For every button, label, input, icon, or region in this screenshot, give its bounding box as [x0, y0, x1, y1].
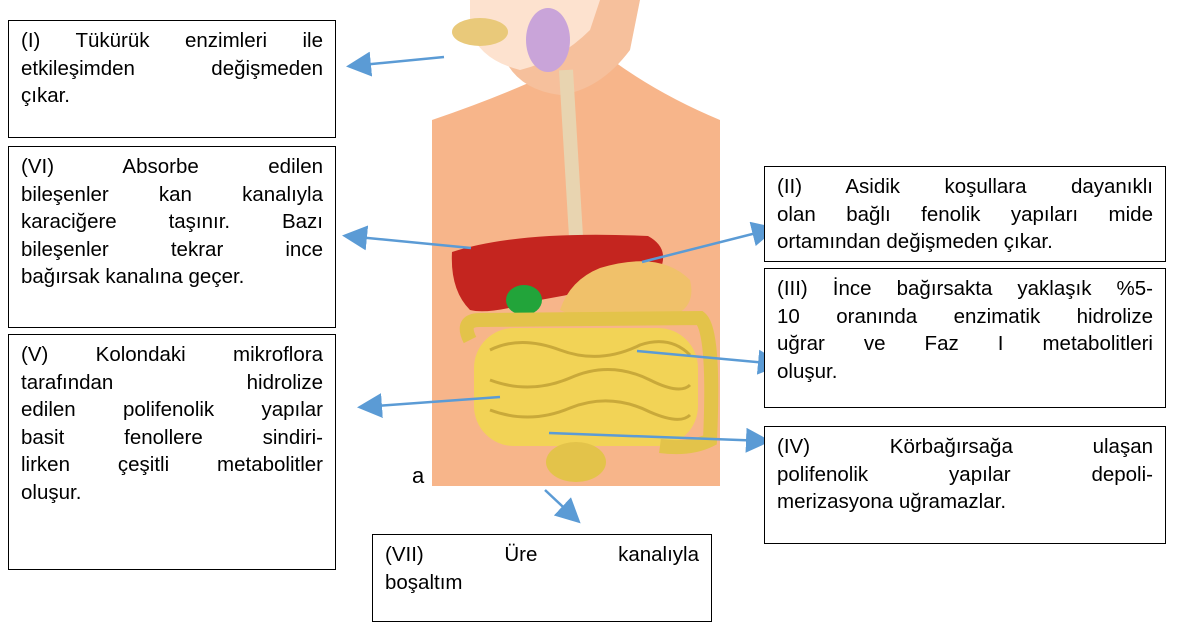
label-line: karaciğere taşınır. Bazı [21, 208, 323, 236]
label-line: basit fenollere sindiri- [21, 424, 323, 452]
label-line: çıkar. [21, 82, 323, 110]
label-line: (I) Tükürük enzimleri ile [21, 27, 323, 55]
label-line: tarafından hidrolize [21, 369, 323, 397]
label-box-IV: (IV) Körbağırsağa ulaşan polifenolik yap… [764, 426, 1166, 544]
label-line: bağırsak kanalına geçer. [21, 263, 323, 291]
arrow-VII [545, 490, 577, 520]
label-line: (III) İnce bağırsakta yaklaşık %5- [777, 275, 1153, 303]
small-intestine [474, 328, 698, 446]
label-line: ortamından değişmeden çıkar. [777, 228, 1153, 256]
label-box-III: (III) İnce bağırsakta yaklaşık %5- 10 or… [764, 268, 1166, 408]
label-line: oluşur. [777, 358, 1153, 386]
label-line: etkileşimden değişmeden [21, 55, 323, 83]
label-line: merizasyona uğramazlar. [777, 488, 1153, 516]
label-box-VI: (VI) Absorbe edilen bileşenler kan kanal… [8, 146, 336, 328]
arrow-I [351, 57, 444, 66]
label-line: (II) Asidik koşullara dayanıklı [777, 173, 1153, 201]
label-box-V: (V) Kolondaki mikroflora tarafından hidr… [8, 334, 336, 570]
label-line: (VII) Üre kanalıyla [385, 541, 699, 569]
label-box-II: (II) Asidik koşullara dayanıklı olan bağ… [764, 166, 1166, 262]
label-line: (V) Kolondaki mikroflora [21, 341, 323, 369]
label-line: olan bağlı fenolik yapıları mide [777, 201, 1153, 229]
stray-letter: a [412, 463, 424, 489]
rectum [546, 442, 606, 482]
label-line: edilen polifenolik yapılar [21, 396, 323, 424]
gallbladder [506, 285, 542, 315]
label-box-I: (I) Tükürük enzimleri ile etkileşimden d… [8, 20, 336, 138]
label-line: boşaltım [385, 569, 699, 597]
label-line: (IV) Körbağırsağa ulaşan [777, 433, 1153, 461]
label-line: lirken çeşitli metabolitler [21, 451, 323, 479]
label-line: uğrar ve Faz I metabolitleri [777, 330, 1153, 358]
label-box-VII: (VII) Üre kanalıyla boşaltım [372, 534, 712, 622]
label-line: bileşenler tekrar ince [21, 236, 323, 264]
label-line: 10 oranında enzimatik hidrolize [777, 303, 1153, 331]
label-line: polifenolik yapılar depoli- [777, 461, 1153, 489]
label-line: bileşenler kan kanalıyla [21, 181, 323, 209]
label-line: (VI) Absorbe edilen [21, 153, 323, 181]
label-line: oluşur. [21, 479, 323, 507]
